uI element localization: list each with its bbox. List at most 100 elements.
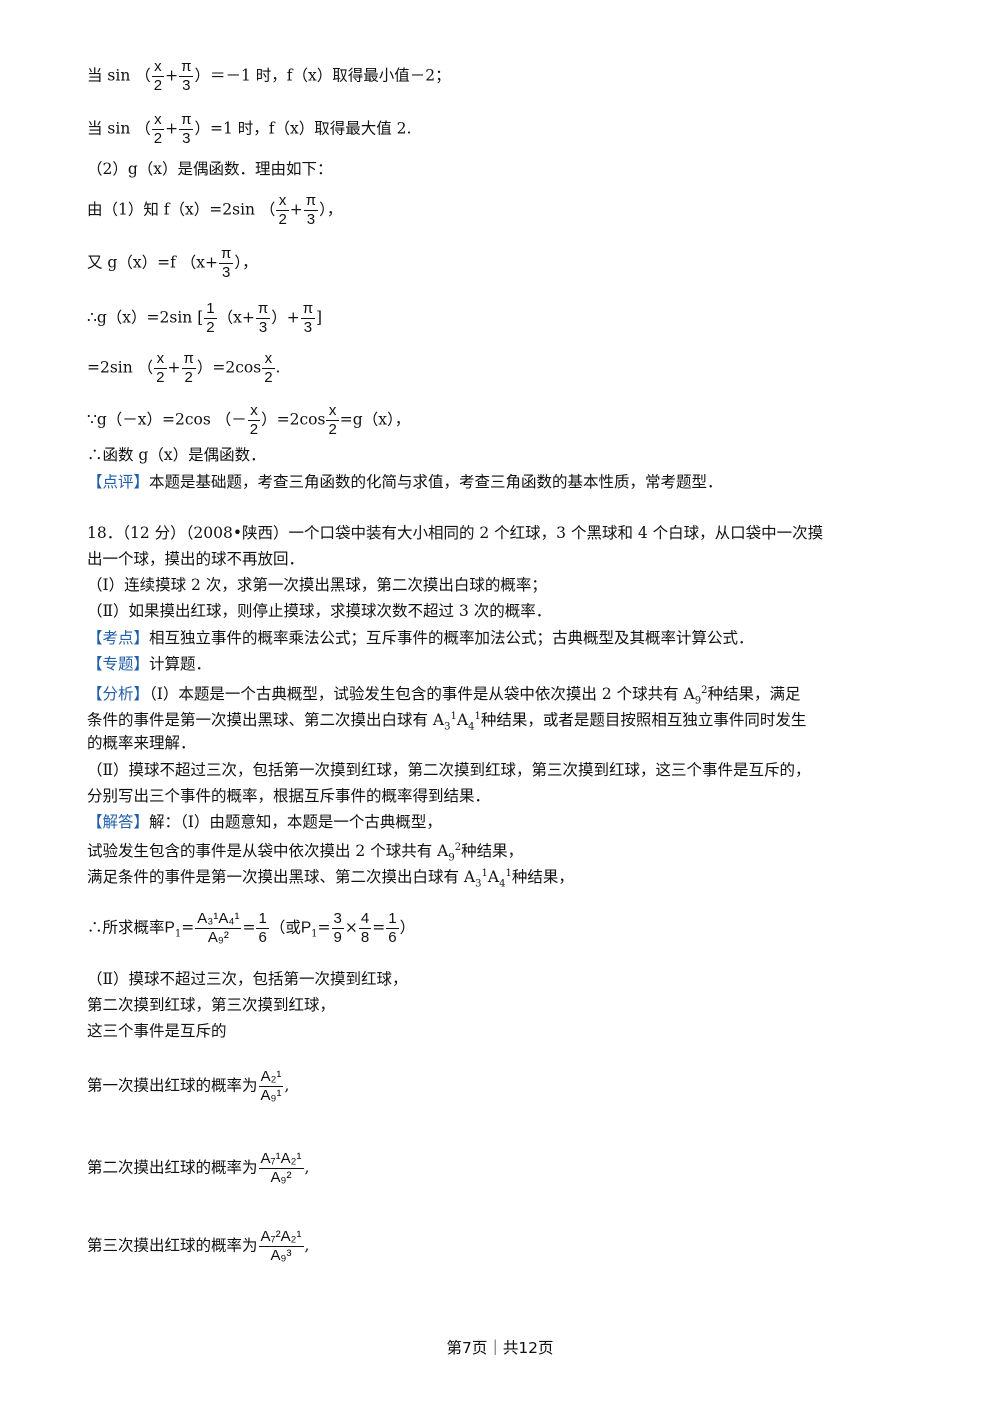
text: 种结果， [511, 868, 574, 887]
subscript: 9 [694, 695, 702, 707]
text: ] [316, 308, 323, 327]
numerator: x [154, 350, 167, 369]
superscript: 1 [481, 868, 488, 879]
denominator: 3 [182, 77, 191, 94]
superscript: 2 [454, 842, 462, 853]
numerator: π [255, 300, 271, 319]
comment-text: 本题是基础题，考查三角函数的化简与求值，考查三角函数的基本性质，常考题型． [149, 473, 723, 491]
text: , [284, 1076, 290, 1095]
numerator: A₇¹A₂¹ [258, 1150, 304, 1169]
part2-line3: 这三个事件是互斥的 [87, 1022, 227, 1040]
text: =g（x）， [339, 410, 411, 429]
text: ∴所求概率 [87, 918, 165, 937]
subscript: 9 [448, 852, 455, 864]
q18-line1: 18．（12 分）（2008•陕西）一个口袋中装有大小相同的 2 个红球，3 个… [87, 524, 824, 542]
numerator: 4 [358, 910, 372, 929]
text: 种结果，满足 [707, 685, 801, 704]
denominator: 6 [258, 929, 267, 946]
numerator: x [247, 402, 261, 421]
denominator: 3 [221, 264, 231, 281]
text: =2sin （ [87, 358, 154, 377]
fenxi-line4: （Ⅱ）摸球不超过三次，包括第一次摸到红球，第二次摸到红球，第三次摸到红球，这三个… [87, 761, 811, 779]
text: 当 sin （ [87, 119, 151, 138]
text: ∴g（x）=2sin [ [87, 308, 204, 327]
numerator: x [326, 402, 339, 421]
fenxi-tag: 【分析】 [87, 685, 150, 704]
numerator: π [218, 245, 234, 264]
text: 第二次摸出红球的概率为 [87, 1158, 258, 1177]
numerator: 1 [204, 300, 217, 319]
text: A [487, 868, 500, 887]
superscript: 1 [450, 711, 457, 722]
text: ）， [319, 200, 343, 219]
numerator: x [262, 350, 275, 369]
denominator: 6 [388, 929, 397, 946]
fenxi-line2: 条件的事件是第一次摸出黑球、第二次摸出白球有 A31A41种结果，或者是题目按照… [87, 706, 806, 738]
text: （Ⅰ）本题是一个古典概型，试验发生包含的事件是从袋中依次摸出 2 个球共有 A [149, 685, 695, 704]
superscript: 1 [505, 868, 512, 879]
kaodian-text: 相互独立事件的概率乘法公式；互斥事件的概率加法公式；古典概型及其概率计算公式． [149, 629, 754, 647]
subscript: 4 [468, 721, 475, 733]
numerator: π [300, 300, 316, 319]
subscript: 1 [311, 928, 318, 940]
subscript: 3 [444, 721, 451, 733]
numerator: π [181, 350, 196, 369]
part2-heading: （2）g（x）是偶函数．理由如下： [87, 160, 333, 178]
numerator: x [151, 111, 165, 130]
fenxi-line5: 分别写出三个事件的概率，根据互斥事件的概率得到结果． [87, 787, 491, 805]
denominator: 3 [303, 319, 313, 336]
jieda-line2: 试验发生包含的事件是从袋中依次摸出 2 个球共有 A92种结果， [87, 837, 523, 869]
numerator: A₂¹ [258, 1068, 284, 1087]
text: 种结果， [461, 842, 524, 861]
denominator: 2 [184, 369, 193, 386]
numerator: π [179, 58, 194, 77]
subscript: 4 [499, 878, 506, 890]
plus: + [167, 358, 181, 377]
jieda-line1: 【解答】解：（Ⅰ）由题意知，本题是一个古典概型， [87, 811, 442, 833]
text: 当 sin （ [87, 66, 151, 85]
numerator: x [151, 58, 165, 77]
zhuanti-text: 计算题． [149, 655, 212, 673]
text: ∵g（－x）=2cos （－ [87, 410, 247, 429]
numerator: A₇²A₂¹ [258, 1228, 304, 1247]
part2-line2: 第二次摸到红球，第三次摸到红球， [87, 996, 336, 1014]
superscript: 1 [474, 711, 481, 722]
plus: + [165, 66, 179, 85]
denominator: 2 [206, 319, 215, 336]
subscript: 3 [475, 878, 482, 890]
text: A [456, 711, 469, 730]
denominator: 2 [278, 211, 287, 228]
text: ）=1 时，f（x）取得最大值 2. [194, 119, 412, 138]
zhuanti-line: 【专题】计算题． [87, 653, 211, 675]
equals: = [317, 918, 331, 937]
denominator: A₉³ [270, 1247, 292, 1264]
numerator: π [303, 192, 319, 211]
text: ）=2cos [196, 358, 262, 377]
text: 试验发生包含的事件是从袋中依次摸出 2 个球共有 A [87, 842, 449, 861]
q18-line2: 出一个球，摸出的球不再放回． [87, 550, 305, 568]
